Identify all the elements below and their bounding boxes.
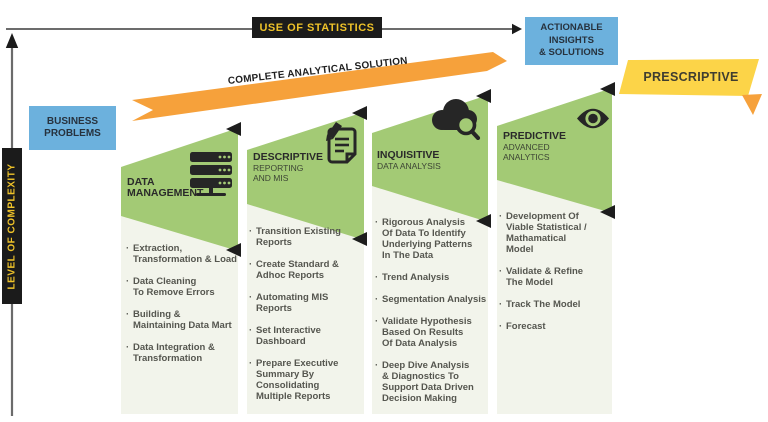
list-item: ·Building & Maintaining Data Mart xyxy=(126,309,232,331)
solution-ribbon xyxy=(132,52,507,121)
bullet-icon: · xyxy=(126,309,130,320)
list-item: ·Forecast xyxy=(499,321,546,332)
stage-4-items: ·Development Of Viable Statistical / Mat… xyxy=(499,211,611,343)
stage-1-title: DATA MANAGEMENT xyxy=(127,176,204,199)
use-of-statistics-badge: USE OF STATISTICS xyxy=(252,17,382,38)
prescriptive-ribbon xyxy=(619,59,759,96)
bullet-icon: · xyxy=(499,299,503,310)
stage-2-subtitle: REPORTING AND MIS xyxy=(253,163,304,183)
server-stack-icon xyxy=(190,152,232,196)
bullet-icon: · xyxy=(499,321,503,332)
bullet-icon: · xyxy=(375,294,379,305)
bullet-icon: · xyxy=(375,217,379,228)
list-item: ·Data Cleaning To Remove Errors xyxy=(126,276,215,298)
bullet-icon: · xyxy=(126,342,130,353)
list-item: ·Automating MIS Reports xyxy=(249,292,329,314)
bullet-icon: · xyxy=(375,360,379,371)
document-pen-icon xyxy=(326,122,357,164)
y-axis-label: LEVEL OF COMPLEXITY xyxy=(6,163,18,289)
actionable-insights-label: ACTIONABLE INSIGHTS & SOLUTIONS xyxy=(539,22,604,59)
actionable-insights-box: ACTIONABLE INSIGHTS & SOLUTIONS xyxy=(525,17,618,65)
stage-2-title: DESCRIPTIVE xyxy=(253,151,324,163)
list-item: ·Transition Existing Reports xyxy=(249,226,341,248)
stage-3-items: ·Rigorous Analysis Of Data To Identify U… xyxy=(375,217,488,415)
bullet-icon: · xyxy=(249,292,253,303)
bullet-icon: · xyxy=(126,276,130,287)
bullet-icon: · xyxy=(499,211,503,222)
list-item: ·Deep Dive Analysis & Diagnostics To Sup… xyxy=(375,360,474,404)
list-item: ·Prepare Executive Summary By Consolidat… xyxy=(249,358,339,402)
stage-3-title: INQUISITIVE xyxy=(377,149,440,161)
stage-4-title: PREDICTIVE xyxy=(503,130,567,142)
list-item: ·Segmentation Analysis xyxy=(375,294,487,305)
stage-4-subtitle: ADVANCED ANALYTICS xyxy=(503,142,550,162)
bullet-icon: · xyxy=(375,316,379,327)
stage-1-header: DATA MANAGEMENT xyxy=(127,177,203,199)
list-item: ·Validate Hypothesis Based On Results Of… xyxy=(375,316,472,349)
stage-2-items: ·Transition Existing Reports ·Create Sta… xyxy=(249,226,363,413)
bullet-icon: · xyxy=(249,259,253,270)
list-item: ·Trend Analysis xyxy=(375,272,450,283)
list-item: ·Extraction, Transformation & Load xyxy=(126,243,237,265)
x-axis-arrow xyxy=(512,23,522,35)
list-item: ·Track The Model xyxy=(499,299,581,310)
stage-2-header: DESCRIPTIVE REPORTING AND MIS xyxy=(253,152,323,183)
list-item: ·Data Integration & Transformation xyxy=(126,342,215,364)
business-problems-label: BUSINESS PROBLEMS xyxy=(44,116,101,139)
bullet-icon: · xyxy=(126,243,130,254)
list-item: ·Rigorous Analysis Of Data To Identify U… xyxy=(375,217,473,261)
list-item: ·Validate & Refine The Model xyxy=(499,266,584,288)
x-axis-label: USE OF STATISTICS xyxy=(259,21,375,34)
list-item: ·Create Standard & Adhoc Reports xyxy=(249,259,339,281)
bullet-icon: · xyxy=(375,272,379,283)
bullet-icon: · xyxy=(249,325,253,336)
bullet-icon: · xyxy=(249,226,253,237)
level-of-complexity-badge: LEVEL OF COMPLEXITY xyxy=(2,148,22,304)
list-item: ·Development Of Viable Statistical / Mat… xyxy=(499,211,587,255)
stage-4-header: PREDICTIVE ADVANCED ANALYTICS xyxy=(503,131,566,162)
list-item: ·Set Interactive Dashboard xyxy=(249,325,321,347)
stage-1-items: ·Extraction, Transformation & Load ·Data… xyxy=(126,243,238,375)
banner-fold-marks xyxy=(226,82,615,257)
prescriptive-label: PRESCRIPTIVE xyxy=(643,70,739,84)
cloud-search-icon xyxy=(432,99,481,140)
stage-3-subtitle: DATA ANALYSIS xyxy=(377,161,441,171)
y-axis-arrow xyxy=(5,33,19,48)
bullet-icon: · xyxy=(499,266,503,277)
bullet-icon: · xyxy=(249,358,253,369)
eye-icon xyxy=(577,108,609,129)
business-problems-box: BUSINESS PROBLEMS xyxy=(29,106,116,150)
stage-3-header: INQUISITIVE DATA ANALYSIS xyxy=(377,150,441,172)
stage-banner-2 xyxy=(247,112,364,240)
prescriptive-ribbon-fold xyxy=(742,94,762,115)
